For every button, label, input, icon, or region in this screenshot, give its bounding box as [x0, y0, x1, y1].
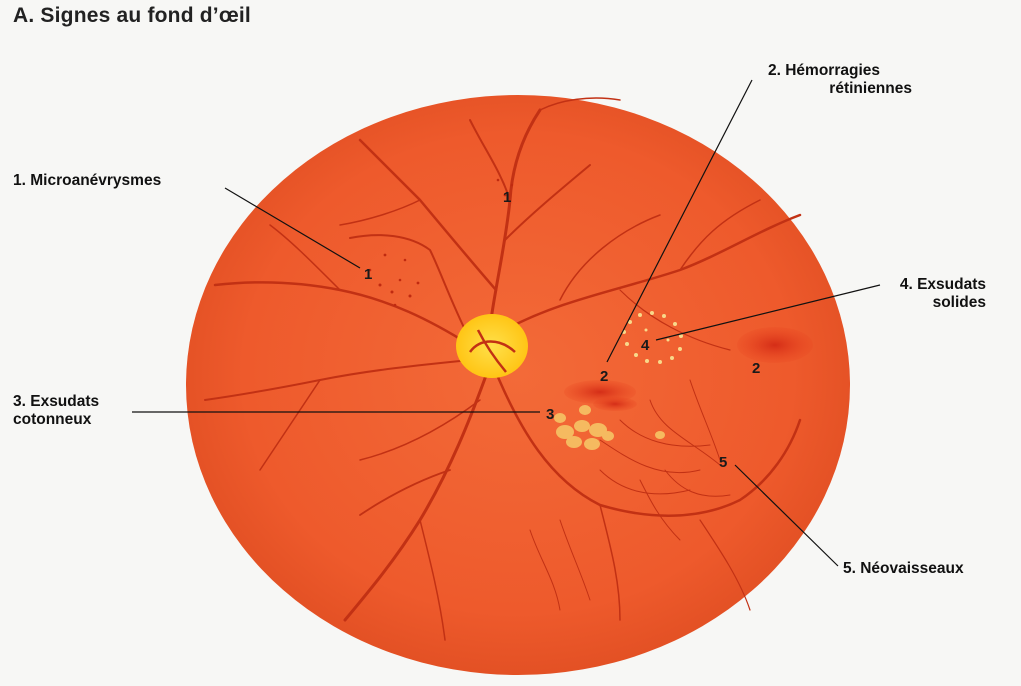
hemorrhage-right [737, 327, 813, 363]
marker-4: 4 [641, 337, 650, 354]
label-cotton-wool: 3. Exsudats cotonneux [13, 393, 99, 429]
label-hemorrhages: 2. Hémorragies rétiniennes [768, 62, 912, 98]
marker-5: 5 [719, 454, 727, 471]
label-microaneurysms: 1. Microanévrysmes [13, 172, 161, 190]
marker-2-right: 2 [752, 360, 760, 377]
marker-1-left: 1 [364, 266, 372, 283]
marker-1-upper: 1 [503, 189, 511, 206]
optic-disc [456, 314, 528, 378]
marker-3: 3 [546, 406, 554, 423]
label-hard-exudates: 4. Exsudats solides [886, 276, 986, 312]
hemorrhage-central-2 [593, 397, 637, 411]
retina-fundus [186, 95, 850, 675]
label-neovessels: 5. Néovaisseaux [843, 560, 964, 578]
marker-2-central: 2 [600, 368, 608, 385]
